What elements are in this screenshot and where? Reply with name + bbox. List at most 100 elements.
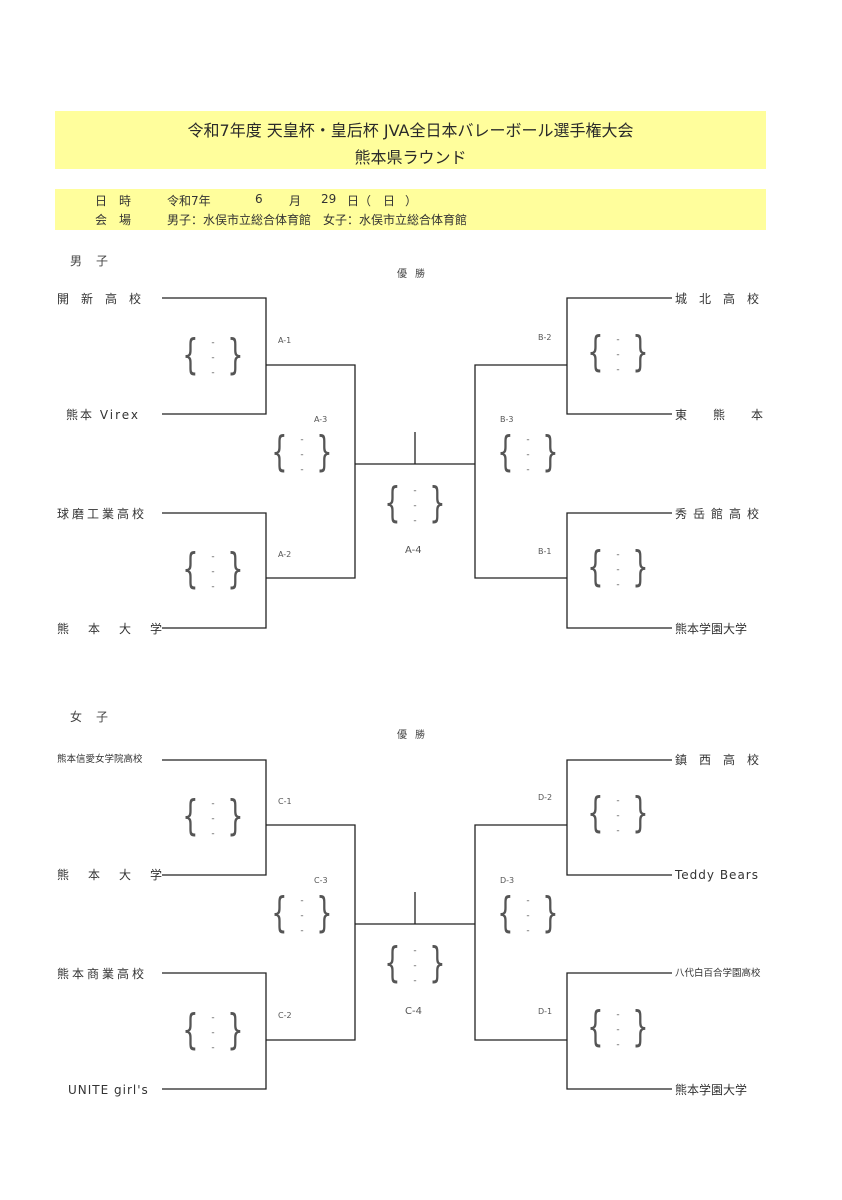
men-team-right-1: 城北高校 [675, 292, 772, 306]
bracket-close-icon: } [632, 1002, 649, 1051]
score-set-3: - [211, 1043, 215, 1053]
score-c4: {} - - - [384, 938, 446, 987]
match-id-b2: B-2 [538, 333, 552, 342]
score-set-2: - [211, 814, 215, 824]
score-set-2: - [526, 450, 530, 460]
date-label: 日 時 [95, 194, 132, 208]
tournament-title: 令和7年度 天皇杯・皇后杯 JVA全日本バレーボール選手権大会 [187, 121, 634, 140]
bracket-close-icon: } [632, 327, 649, 376]
score-set-1: - [526, 435, 530, 445]
women-team-left-3: 熊本商業高校 [57, 967, 148, 981]
date-month: 6 [255, 192, 263, 206]
women-champion-label: 優勝 [397, 730, 433, 741]
bracket-close-icon: } [542, 888, 559, 937]
match-id-a1: A-1 [278, 336, 292, 345]
score-set-3: - [616, 580, 620, 590]
score-set-2: - [616, 565, 620, 575]
bracket-open-icon: { [587, 1002, 604, 1051]
score-set-3: - [526, 926, 530, 936]
match-id-c3: C-3 [314, 876, 328, 885]
men-team-right-2: 東熊本 [675, 408, 790, 422]
men-section-label: 男子 [70, 254, 123, 268]
men-a2-bracket [162, 512, 267, 629]
score-d3: {} - - - [497, 888, 559, 937]
bracket-close-icon: } [429, 938, 446, 987]
bracket-open-icon: { [271, 427, 288, 476]
bracket-open-icon: { [587, 788, 604, 837]
score-set-2: - [300, 450, 304, 460]
men-a1-bracket [162, 297, 267, 415]
men-team-right-4: 熊本学園大学 [675, 622, 748, 636]
match-id-b1: B-1 [538, 547, 552, 556]
bracket-close-icon: } [316, 888, 333, 937]
women-d3-bracket [474, 824, 567, 1041]
men-team-right-3: 秀岳館高校 [675, 507, 766, 521]
bracket-open-icon: { [384, 478, 401, 527]
score-d1: {} - - - [587, 1002, 649, 1051]
men-team-left-3: 球磨工業高校 [57, 507, 148, 521]
date-close: ） [405, 194, 418, 208]
bracket-open-icon: { [497, 427, 514, 476]
bracket-open-icon: { [497, 888, 514, 937]
score-set-1: - [616, 1010, 620, 1020]
men-team-left-4: 熊本大学 [57, 622, 182, 636]
score-set-3: - [616, 1040, 620, 1050]
match-id-c2: C-2 [278, 1011, 292, 1020]
women-section-label: 女子 [70, 710, 123, 724]
score-a4: {} - - - [384, 478, 445, 527]
score-a2: {} - - - [182, 544, 244, 593]
men-b1-bracket [566, 512, 672, 629]
score-set-1: - [211, 1013, 215, 1023]
women-team-left-4: UNITE girl's [68, 1083, 149, 1097]
tournament-subtitle: 熊本県ラウンド [354, 148, 467, 167]
score-set-3: - [300, 926, 304, 936]
score-c3: {} - - - [271, 888, 333, 937]
bracket-open-icon: { [384, 938, 401, 987]
bracket-close-icon: } [542, 427, 559, 476]
women-team-left-1: 熊本信愛女学院高校 [57, 754, 143, 765]
bracket-open-icon: { [271, 888, 288, 937]
score-b3: {} - - - [497, 427, 559, 476]
info-banner: 日 時 令和7年 6 月 29 日（ 日 ） 会 場 男子：水俣市立総合体育館 … [55, 189, 766, 230]
score-set-2: - [616, 811, 620, 821]
bracket-close-icon: } [632, 542, 649, 591]
bracket-open-icon: { [587, 542, 604, 591]
score-set-3: - [211, 829, 215, 839]
bracket-open-icon: { [182, 330, 199, 379]
score-set-2: - [211, 1028, 215, 1038]
score-set-3: - [413, 516, 417, 526]
women-d1-bracket [566, 972, 672, 1090]
score-b2: {} - - - [587, 327, 649, 376]
women-team-right-4: 熊本学園大学 [675, 1083, 748, 1097]
men-a3-bracket [266, 364, 356, 579]
score-set-3: - [211, 368, 215, 378]
score-set-1: - [211, 799, 215, 809]
score-set-1: - [211, 552, 215, 562]
women-c3-bracket [266, 824, 356, 1041]
title-banner: 令和7年度 天皇杯・皇后杯 JVA全日本バレーボール選手権大会 熊本県ラウンド [55, 111, 766, 169]
score-set-2: - [300, 911, 304, 921]
bracket-close-icon: } [227, 330, 244, 379]
bracket-open-icon: { [182, 1005, 199, 1054]
score-set-2: - [616, 350, 620, 360]
score-set-2: - [413, 961, 417, 971]
women-team-left-2: 熊本大学 [57, 868, 182, 882]
score-set-3: - [616, 826, 620, 836]
score-c2: {} - - - [182, 1005, 243, 1054]
men-team-left-1: 開新高校 [57, 292, 154, 306]
score-set-1: - [413, 946, 417, 956]
men-team-left-2: 熊本 Virex [66, 408, 141, 422]
score-set-2: - [526, 911, 530, 921]
match-id-d3: D-3 [500, 876, 515, 885]
score-set-2: - [211, 567, 215, 577]
score-set-1: - [526, 896, 530, 906]
score-set-3: - [413, 976, 417, 986]
score-b1: {} - - - [587, 542, 649, 591]
women-c1-bracket [162, 759, 267, 876]
men-b3-bracket [474, 364, 567, 579]
match-id-a2: A-2 [278, 550, 292, 559]
score-set-3: - [616, 365, 620, 375]
match-id-d2: D-2 [538, 793, 553, 802]
bracket-close-icon: } [227, 544, 244, 593]
